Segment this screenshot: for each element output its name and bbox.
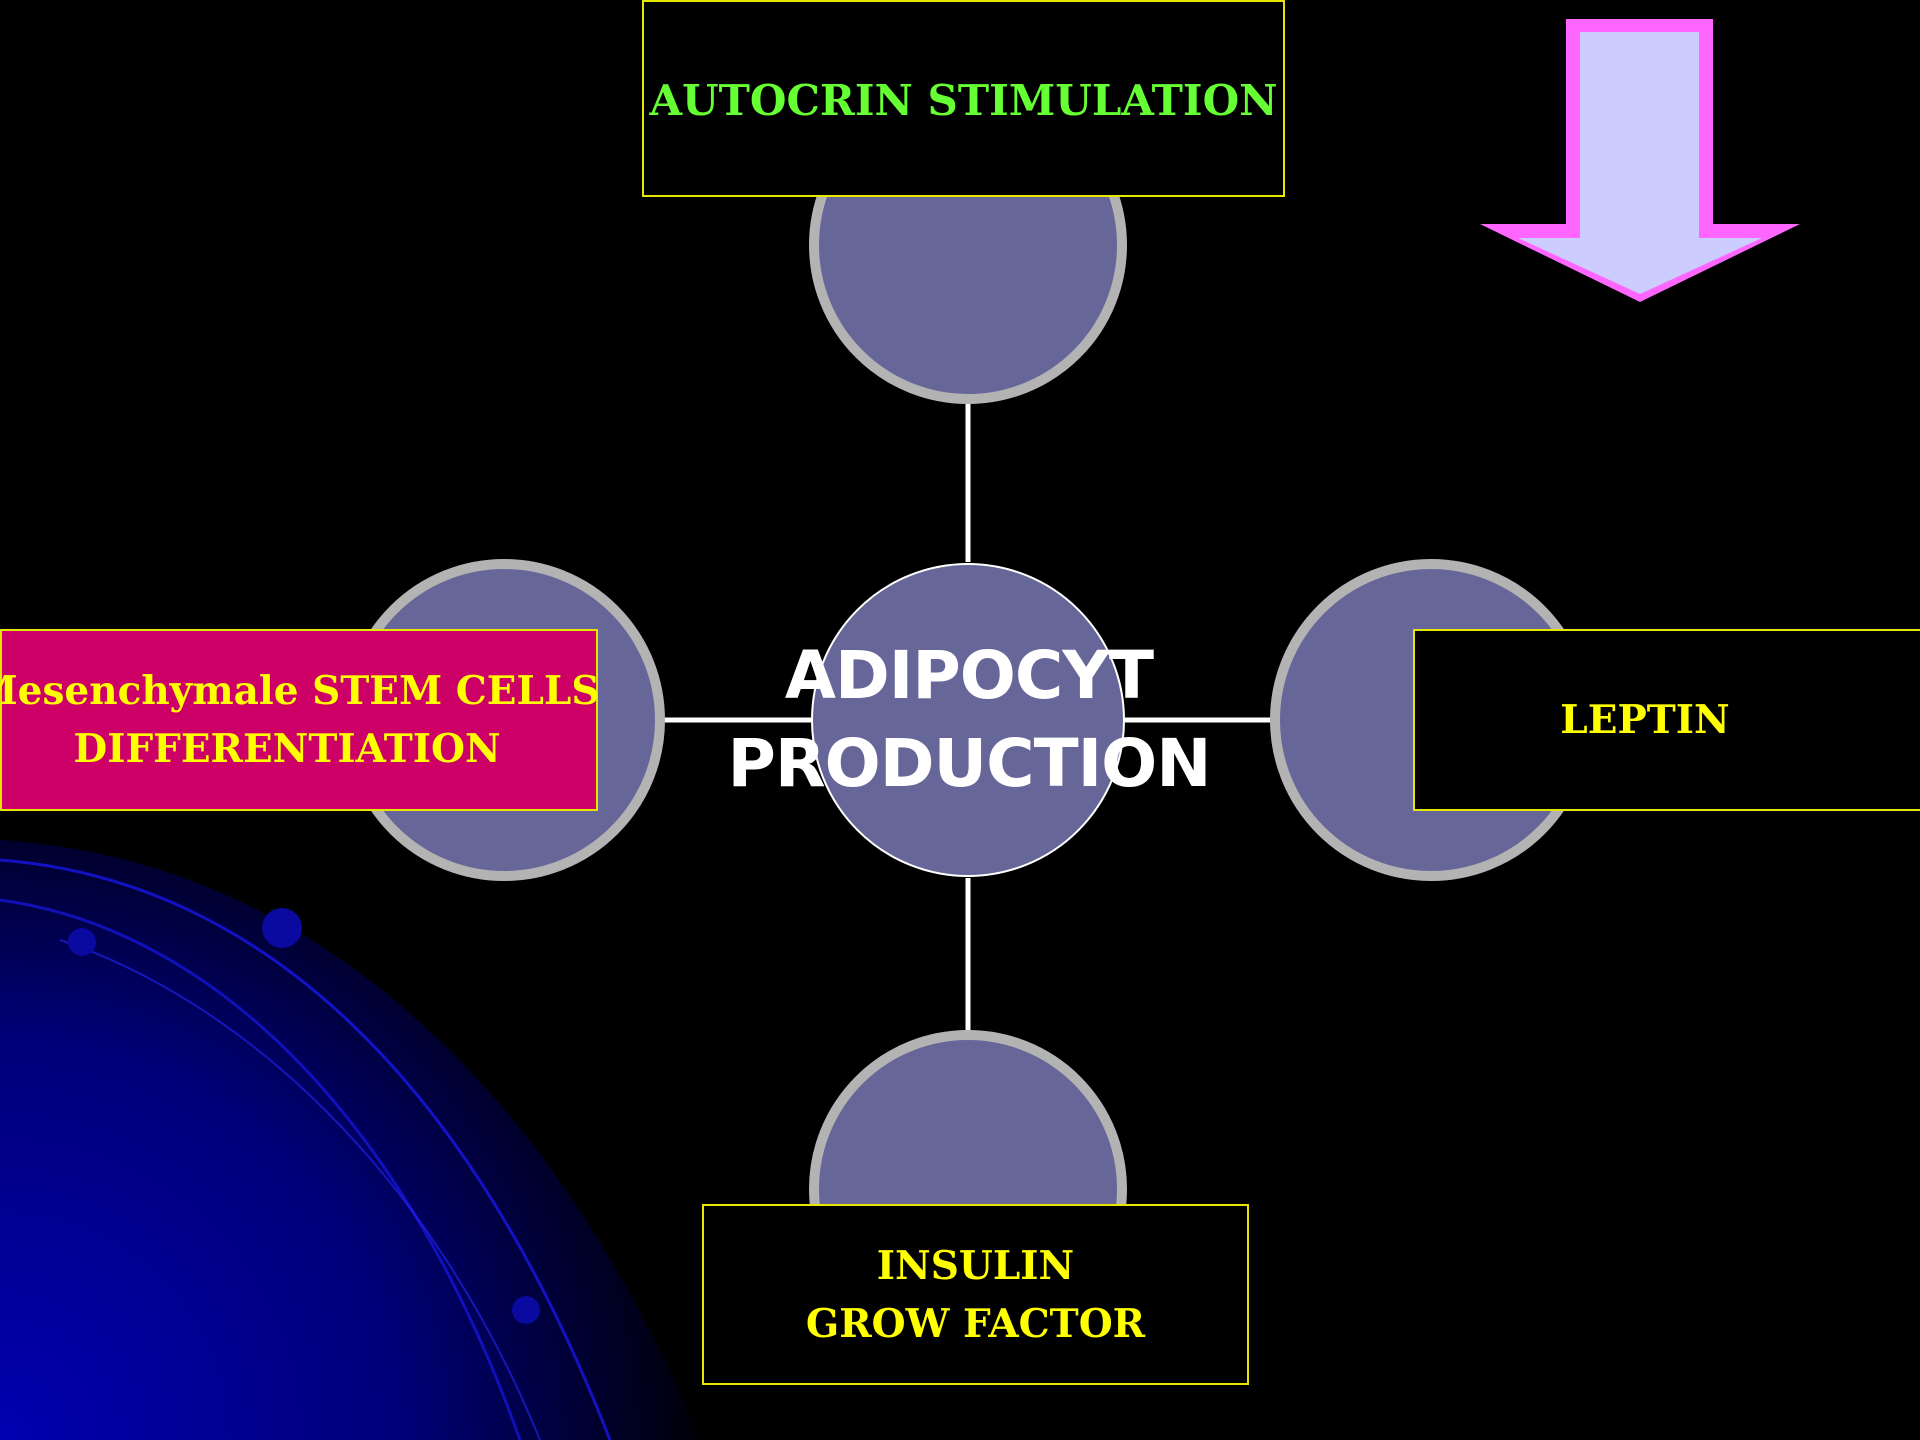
insulin-grow-factor-box: INSULIN GROW FACTOR — [702, 1204, 1249, 1385]
leptin-label: LEPTIN — [1560, 697, 1730, 743]
stem-cells-label-line2: DIFFERENTIATION — [73, 726, 501, 772]
leptin-box: LEPTIN — [1413, 629, 1920, 811]
center-circle — [811, 563, 1125, 877]
center-label: ADIPOCYT PRODUCTION — [700, 630, 1238, 810]
connector-lines — [660, 402, 1275, 1033]
background-decoration — [0, 840, 700, 1440]
insulin-label: INSULIN — [876, 1242, 1075, 1289]
autocrin-stimulation-label: AUTOCRIN STIMULATION — [649, 76, 1278, 125]
down-arrow-icon — [1480, 19, 1800, 302]
stem-cells-label-line1: Mesenchymale STEM CELLS — [0, 668, 600, 714]
center-label-line1: ADIPOCYT — [784, 637, 1154, 714]
center-label-line2: PRODUCTION — [727, 725, 1211, 802]
autocrin-stimulation-box: AUTOCRIN STIMULATION — [642, 0, 1285, 197]
grow-factor-label: GROW FACTOR — [805, 1300, 1146, 1347]
stem-cells-box: Mesenchymale STEM CELLS DIFFERENTIATION — [0, 629, 600, 811]
